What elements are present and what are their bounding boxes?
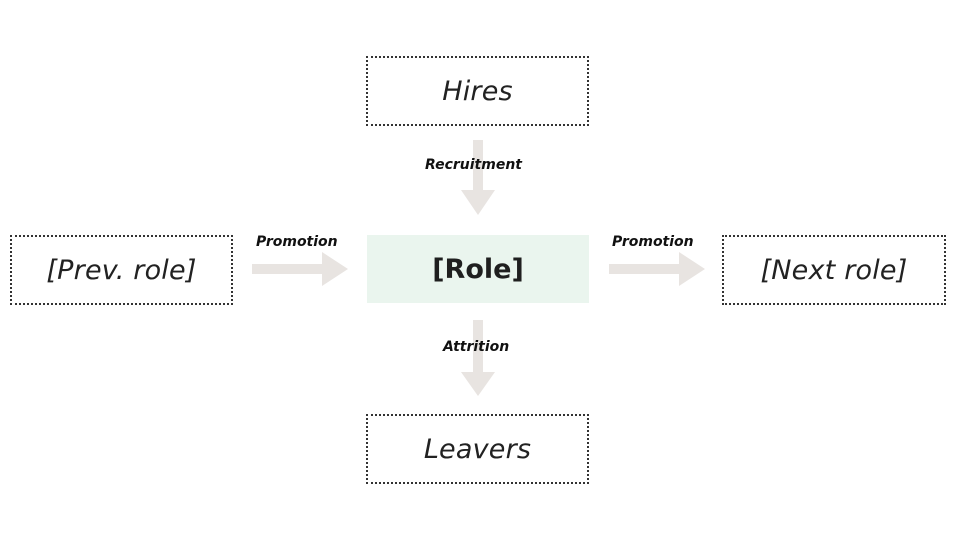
edge-label-promotion-in: Promotion [256, 234, 338, 250]
edge-label-promotion-out: Promotion [612, 234, 694, 250]
arrow-right-promotion-in [252, 252, 348, 286]
node-next-role-label: [Next role] [760, 254, 908, 286]
arrow-down-attrition [461, 320, 495, 396]
arrow-down-recruitment [461, 140, 495, 215]
node-next-role: [Next role] [722, 235, 946, 305]
node-role: [Role] [367, 235, 589, 303]
arrow-right-promotion-out-shape [609, 252, 705, 286]
edge-label-attrition: Attrition [443, 339, 510, 355]
node-hires: Hires [366, 56, 589, 126]
node-leavers: Leavers [366, 414, 589, 484]
edge-label-recruitment: Recruitment [425, 157, 522, 173]
arrow-down-attrition-shape [461, 320, 495, 396]
node-prev-role: [Prev. role] [10, 235, 233, 305]
arrow-down-recruitment-shape [461, 140, 495, 215]
node-leavers-label: Leavers [423, 433, 532, 465]
node-hires-label: Hires [442, 75, 513, 107]
node-role-label: [Role] [432, 253, 524, 285]
node-prev-role-label: [Prev. role] [46, 254, 197, 286]
arrow-right-promotion-in-shape [252, 252, 348, 286]
arrow-right-promotion-out [609, 252, 705, 286]
